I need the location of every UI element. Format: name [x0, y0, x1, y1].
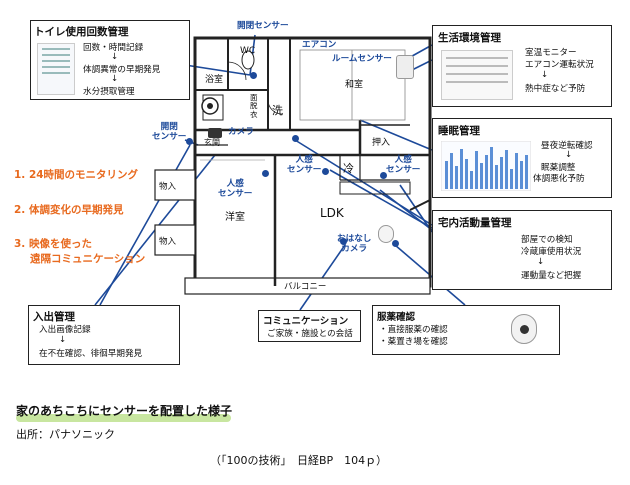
sensor-label-room: ルームセンサー — [332, 54, 392, 64]
medicine-camera-icon — [392, 240, 399, 247]
room-rei: 冷 — [343, 162, 354, 175]
bay-window — [409, 37, 431, 211]
caption-main: 家のあちこちにセンサーを配置した様子 — [16, 404, 233, 418]
medicine-check-box: 服薬確認 ・直接服薬の確認 ・薬置き場を確認 — [372, 305, 560, 355]
room-bath: 浴室 — [205, 75, 224, 85]
living-environment-box: 生活環境管理 室温モニター エアコン運転状況 ↓ 熱中症など予防 — [432, 25, 612, 107]
door-sensor-icon — [250, 72, 257, 79]
sensor-label-motion3: 人感センサー — [386, 155, 421, 175]
sleep-chart-thumb — [441, 141, 531, 191]
toilet-title: トイレ使用回数管理 — [34, 26, 129, 38]
motion-sensor-2-icon — [262, 170, 269, 177]
caption-reference: （「100の技術」 日経BP 104ｐ） — [210, 454, 388, 467]
toilet-management-box: トイレ使用回数管理 回数・時間記録 ↓ 体調異常の早期発見 ↓ 水分摂取管理 — [30, 20, 190, 100]
caption-source: 出所：パナソニック — [16, 428, 115, 441]
connector-activity-3 — [379, 189, 433, 231]
medicine-camera-device-icon — [511, 314, 537, 344]
motion-sensor-icon — [292, 135, 299, 142]
talk-camera-icon — [340, 238, 347, 245]
kitchen-counter — [339, 181, 411, 195]
connector-activity-4 — [399, 184, 433, 233]
motion-sensor-3-icon — [322, 168, 329, 175]
room-genkan: 玄関 — [204, 138, 220, 147]
sensor-label-talk: おはなしカメラ — [337, 234, 372, 254]
toilet-icon — [241, 50, 255, 70]
living-thumb — [441, 50, 513, 100]
room-wash: 洗 — [272, 104, 283, 117]
room-laundry: 面 脱 衣 — [250, 93, 258, 119]
communication-box: コミュニケーション ご家族・施設との会話 — [258, 310, 361, 342]
sleep-management-box: 睡眠管理 昼夜逆転確認 ↓ 眠薬調整 体調悪化予防 — [432, 118, 612, 198]
feature-3-cont: 遠隔コミュニケーション — [30, 253, 146, 265]
balcony-outline — [184, 277, 431, 295]
closet-1 — [154, 169, 196, 201]
aircon-icon — [396, 55, 414, 79]
room-ldk: LDK — [320, 206, 344, 220]
sensor-label-camera: カメラ — [228, 127, 254, 137]
feature-2: 2. 体調変化の早期発見 — [14, 204, 124, 216]
talk-camera-device-icon — [378, 225, 394, 243]
room-balcony: バルコニー — [284, 282, 327, 292]
entry-management-box: 入出管理 入出画像記録 ↓ 在不在確認、徘徊早期発見 — [28, 305, 180, 365]
room-monoire-1: 物入 — [159, 182, 177, 192]
feature-1: 1. 24時間のモニタリング — [14, 169, 139, 181]
sensor-label-motion1: 人感センサー — [287, 155, 322, 175]
room-oshiire: 押入 — [372, 138, 391, 148]
camera-icon — [208, 128, 222, 138]
caption-highlight — [16, 414, 231, 422]
sensor-label-door-left: 開閉センサー — [152, 122, 187, 142]
closet-2 — [154, 224, 196, 256]
sensor-label-motion2: 人感センサー — [218, 179, 253, 199]
motion-sensor-4-icon — [380, 172, 387, 179]
sensor-label-door-top: 開閉センサー — [237, 21, 289, 31]
room-washitsu: 和室 — [345, 80, 364, 90]
feature-3: 3. 映像を使った — [14, 238, 92, 250]
door-sensor-left-icon — [186, 138, 193, 145]
home-activity-box: 宅内活動量管理 部屋での検知 冷蔵庫使用状況 ↓ 運動量など把握 — [432, 210, 612, 290]
room-wc: WC — [240, 46, 256, 56]
tatami — [299, 49, 406, 121]
room-yoshitsu: 洋室 — [225, 212, 245, 223]
room-monoire-2: 物入 — [159, 237, 177, 247]
sensor-label-aircon: エアコン — [302, 40, 337, 50]
toilet-thumb — [37, 43, 75, 95]
